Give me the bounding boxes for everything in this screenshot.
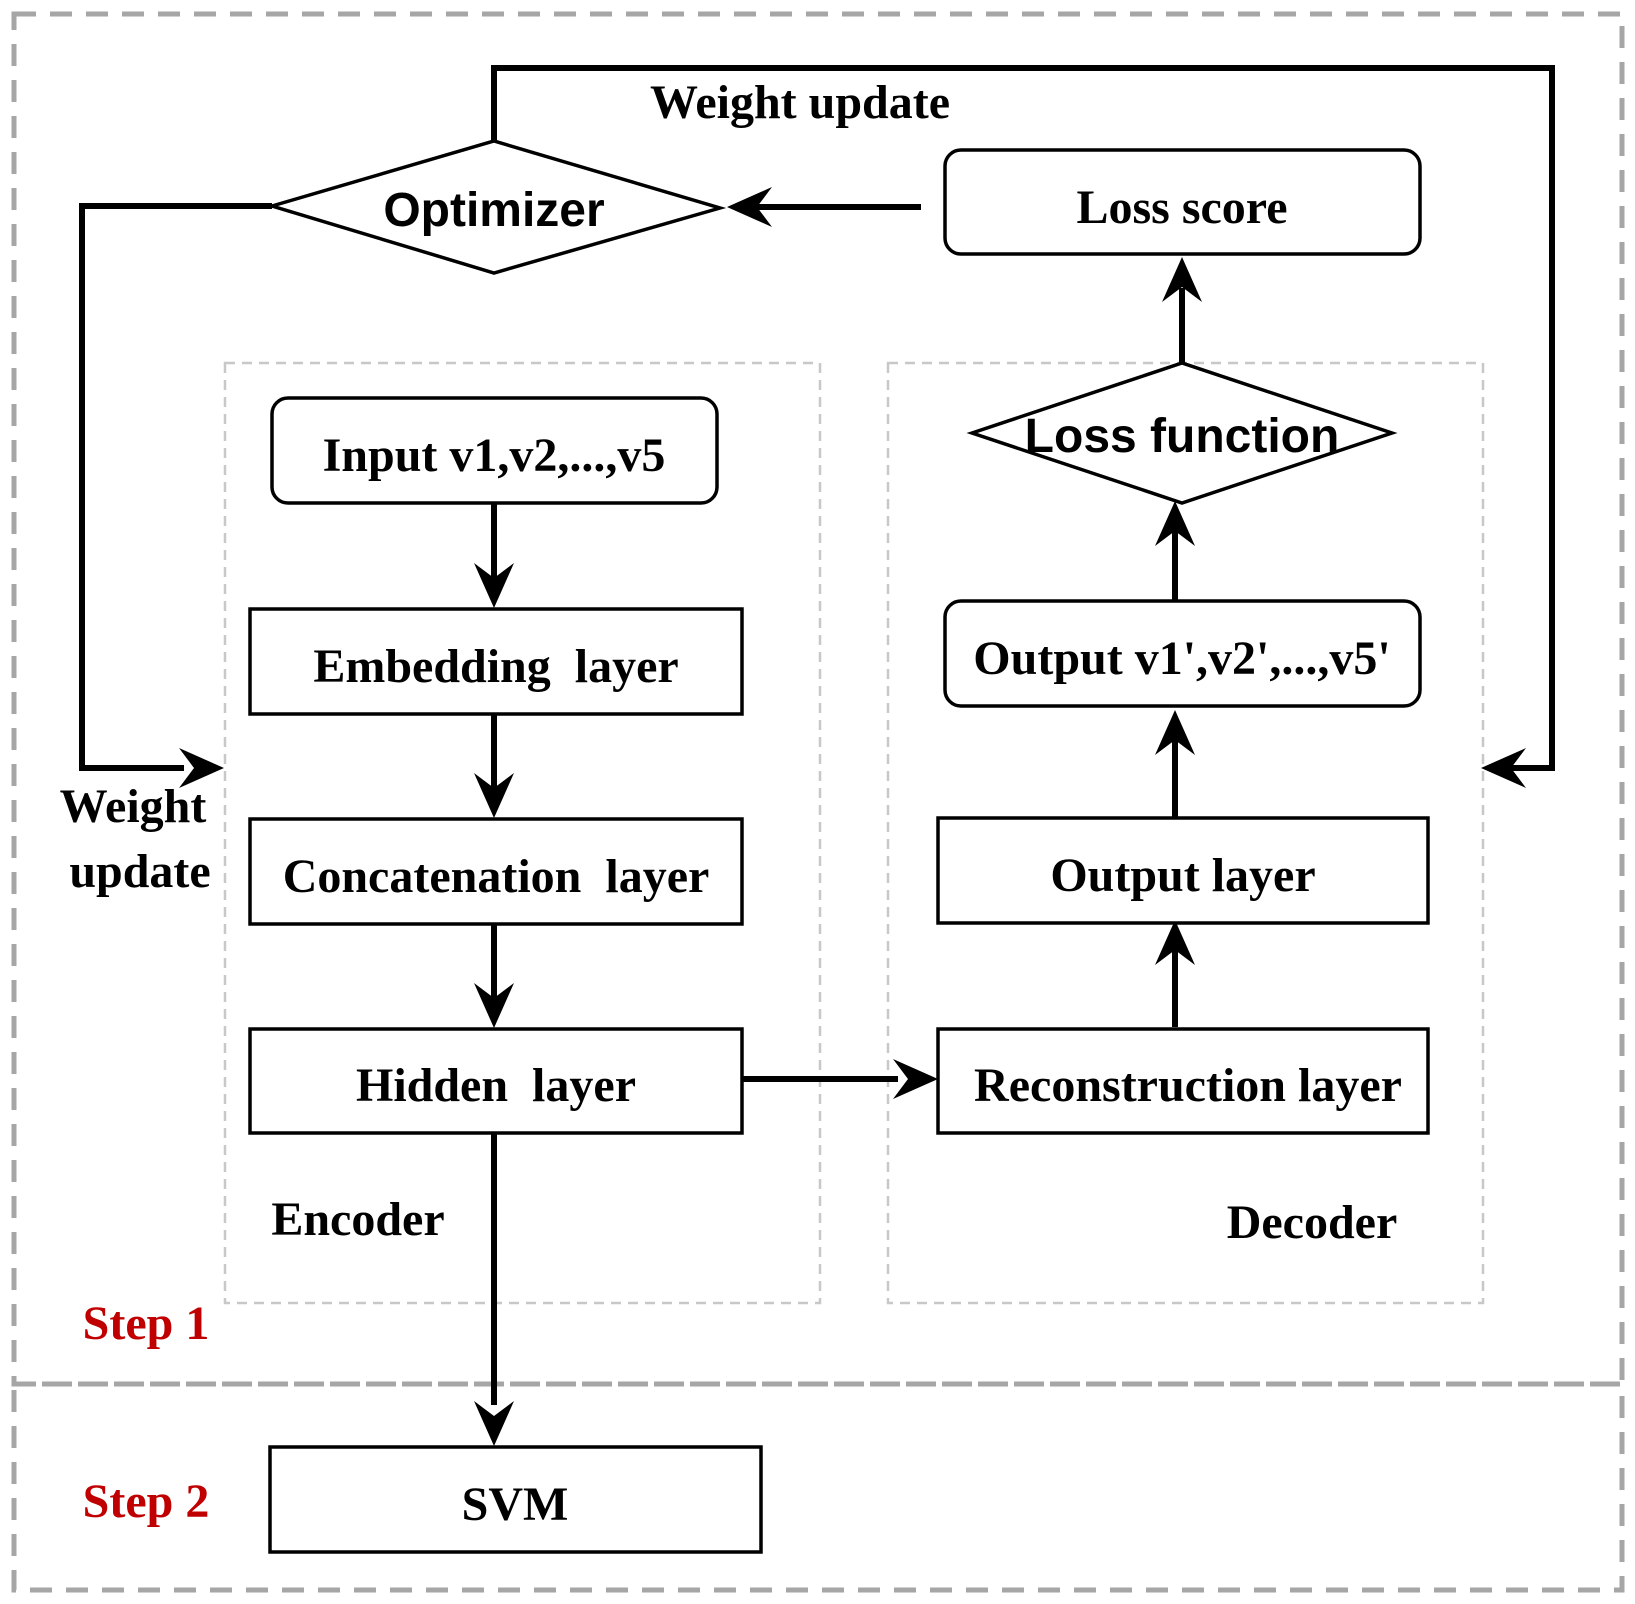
loss-function-node — [966, 361, 1398, 505]
reconstruction-layer-label: Reconstruction layer — [974, 1059, 1402, 1112]
arrowhead-into-concat — [474, 773, 514, 818]
encoder-region — [223, 361, 822, 1305]
arrowhead-into-encoder — [179, 748, 224, 788]
arrowhead-into-output — [1155, 710, 1195, 755]
reconstruction-layer-node — [936, 1027, 1430, 1135]
hidden-layer-label: Hidden layer — [356, 1059, 636, 1112]
svm-label: SVM — [462, 1478, 569, 1531]
arrowhead-into-optimizer — [727, 187, 772, 227]
loss-function-label: Loss function — [1025, 410, 1340, 463]
embedding-layer-node — [248, 607, 744, 716]
input-node — [270, 396, 719, 505]
svm-node — [268, 1445, 763, 1554]
weight-update-left-label-line2: update — [69, 845, 210, 898]
step2-region — [11, 1381, 1625, 1593]
weight-update-top-label: Weight update — [650, 76, 950, 129]
step2-label: Step 2 — [83, 1475, 210, 1528]
weight-update-left-label-line1: Weight — [60, 780, 207, 833]
embedding-layer-label: Embedding layer — [313, 640, 678, 693]
input-label: Input v1,v2,...,v5 — [323, 429, 666, 482]
arrowhead-into-decoder — [1481, 748, 1526, 788]
arrowhead-into-svm — [474, 1401, 514, 1446]
arrowhead-into-loss-function — [1155, 501, 1195, 546]
loss-score-node — [943, 148, 1422, 256]
weight-update-right-line — [491, 65, 1555, 771]
encoder-label: Encoder — [271, 1193, 444, 1246]
concatenation-layer-node — [248, 817, 744, 926]
weight-update-left-line — [79, 203, 272, 771]
arrowhead-into-hidden — [474, 983, 514, 1028]
arrowhead-into-embedding — [474, 563, 514, 608]
output-layer-label: Output layer — [1050, 849, 1315, 902]
arrowhead-into-loss-score — [1162, 257, 1202, 302]
decoder-label: Decoder — [1227, 1196, 1398, 1249]
loss-score-label: Loss score — [1076, 181, 1287, 234]
concatenation-layer-label: Concatenation layer — [283, 850, 710, 903]
step1-label: Step 1 — [83, 1297, 210, 1350]
output-node — [943, 599, 1422, 708]
output-layer-node — [936, 816, 1430, 925]
output-label: Output v1',v2',...,v5' — [973, 632, 1390, 685]
arrowhead-into-output-layer — [1155, 920, 1195, 965]
optimizer-label: Optimizer — [383, 184, 604, 237]
optimizer-node — [265, 139, 727, 275]
arrowhead-into-reconstruction — [893, 1059, 938, 1099]
hidden-layer-node — [248, 1027, 744, 1135]
